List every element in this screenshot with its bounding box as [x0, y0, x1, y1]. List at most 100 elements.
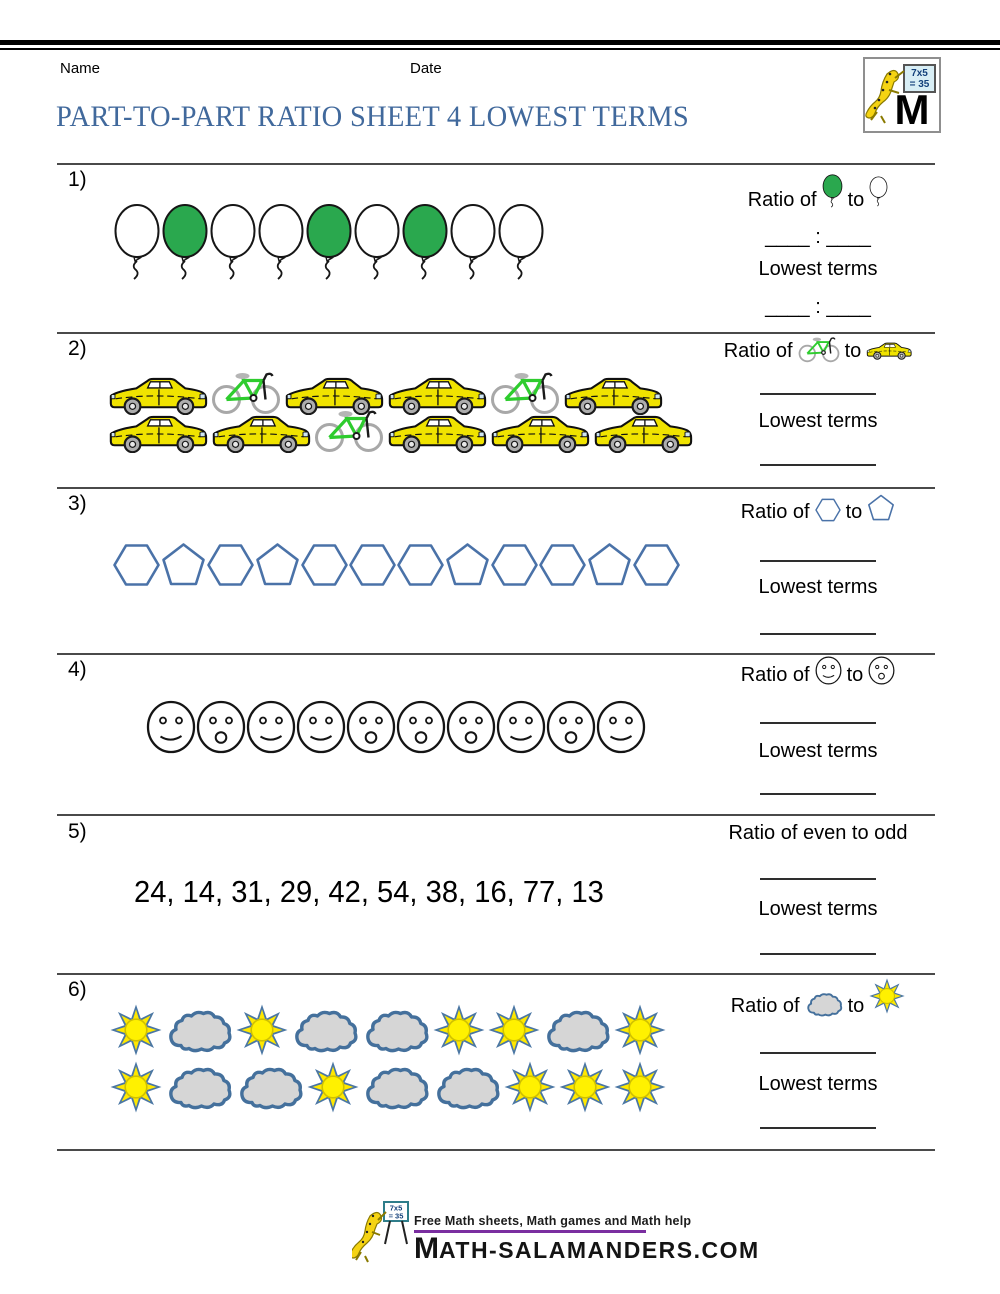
problem-3-number: 3)	[68, 492, 87, 515]
sun-icon	[614, 1061, 666, 1113]
footer-site-m: M	[414, 1232, 439, 1265]
balloon-green-icon	[822, 173, 843, 209]
logo-board-line2: = 35	[910, 79, 930, 90]
problem-3-lowest-blank	[760, 633, 876, 635]
balloon-white-icon	[113, 203, 161, 281]
footer-salamander-icon: 7x5 = 35	[352, 1201, 409, 1263]
problem-2-icon-row-2	[108, 407, 693, 453]
problem-1-number: 1)	[68, 168, 87, 191]
problem-4-ratio-prompt: Ratio of to	[688, 656, 948, 690]
pentagon-icon	[867, 494, 895, 522]
section-divider	[57, 487, 935, 489]
face-o-icon	[546, 700, 596, 754]
bike-icon	[211, 369, 281, 415]
salamander-legs	[355, 1211, 387, 1263]
cloud-icon	[291, 1007, 359, 1053]
sun-icon	[307, 1061, 359, 1113]
top-double-rule	[0, 40, 1000, 50]
sun-icon	[488, 1004, 540, 1056]
footer-site-name: MATH-SALAMANDERS.COM	[414, 1234, 760, 1264]
problem-6-number: 6)	[68, 978, 87, 1001]
to-label: to	[847, 994, 865, 1017]
hexagon-icon	[814, 498, 841, 522]
problem-4-lowest-terms-label: Lowest terms	[758, 740, 878, 762]
sun-icon	[433, 1004, 485, 1056]
face-o-icon	[396, 700, 446, 754]
sun-icon	[110, 1004, 162, 1056]
cloud-icon	[236, 1064, 304, 1110]
section-divider	[57, 163, 935, 165]
car-icon	[866, 341, 912, 360]
problem-2-icon-row-1	[108, 369, 663, 415]
site-logo: M 7x5 = 35	[863, 57, 941, 133]
pentagon-icon	[255, 542, 300, 588]
page-title: PART-TO-PART RATIO SHEET 4 LOWEST TERMS	[56, 100, 689, 133]
face-smile-icon	[596, 700, 646, 754]
balloon-white-icon	[257, 203, 305, 281]
problem-1-lowest-terms-label: Lowest terms	[758, 258, 878, 280]
easel-legs	[384, 1220, 408, 1245]
pentagon-icon	[445, 542, 490, 588]
face-o-icon	[196, 700, 246, 754]
problem-6-icon-row-2	[110, 1061, 666, 1113]
cloud-icon	[165, 1007, 233, 1053]
footer-board	[383, 1201, 409, 1222]
footer-site-rest: ATH-SALAMANDERS.COM	[439, 1237, 760, 1263]
problem-4-lowest-blank	[760, 793, 876, 795]
car-icon	[108, 375, 208, 415]
problem-6-ratio-blank	[760, 1052, 876, 1054]
problem-3-ratio-blank	[760, 560, 876, 562]
logo-m-letter: M	[895, 86, 930, 131]
face-smile-icon	[296, 700, 346, 754]
section-divider	[57, 332, 935, 334]
to-label: to	[845, 500, 863, 523]
balloon-white-icon	[449, 203, 497, 281]
problem-5-ratio-prompt: Ratio of even to odd	[728, 822, 908, 844]
pentagon-icon	[161, 542, 206, 588]
problem-2-ratio-prompt: Ratio of to	[688, 337, 948, 365]
problem-3-lowest-terms-label: Lowest terms	[758, 576, 878, 598]
salamander-logo-graphic: M 7x5 = 35	[865, 64, 936, 131]
hexagon-icon	[349, 543, 396, 587]
balloon-white-icon	[497, 203, 545, 281]
car-icon	[387, 375, 487, 415]
sun-icon	[559, 1061, 611, 1113]
sun-icon	[110, 1061, 162, 1113]
problem-6-lowest-terms-label: Lowest terms	[758, 1073, 878, 1095]
sun-icon	[236, 1004, 288, 1056]
problem-5-number-list: 24, 14, 31, 29, 42, 54, 38, 16, 77, 13	[134, 874, 604, 909]
pentagon-icon	[587, 542, 632, 588]
problem-1-ratio-prompt: Ratio of to	[688, 174, 948, 218]
problem-6-icon-row-1	[110, 1004, 666, 1056]
car-icon	[284, 375, 384, 415]
date-label: Date	[410, 60, 442, 77]
problem-5-lowest-blank	[760, 953, 876, 955]
problem-1-ratio-blank: ____ : ____	[765, 226, 871, 248]
to-label: to	[847, 188, 865, 211]
balloon-white-icon	[353, 203, 401, 281]
car-icon	[387, 413, 487, 453]
car-icon	[211, 413, 311, 453]
problem-5-ratio-blank	[760, 878, 876, 880]
problem-1-icon-row	[113, 203, 545, 281]
footer-text-block: Free Math sheets, Math games and Math he…	[414, 1200, 760, 1264]
problem-5-lowest-terms-label: Lowest terms	[758, 898, 878, 920]
problem-4-ratio-blank	[760, 722, 876, 724]
bike-icon	[798, 335, 840, 363]
car-icon	[490, 413, 590, 453]
balloon-green-icon	[161, 203, 209, 281]
balloon-green-icon	[401, 203, 449, 281]
hexagon-icon	[397, 543, 444, 587]
problem-2-number: 2)	[68, 337, 87, 360]
footer-logo: 7x5 = 35 Free Math sheets, Math games an…	[352, 1200, 760, 1264]
face-o-icon	[868, 656, 895, 685]
ratio-of-label: Ratio of	[740, 664, 810, 686]
hexagon-icon	[301, 543, 348, 587]
footer-tagline: Free Math sheets, Math games and Math he…	[414, 1214, 692, 1228]
cloud-icon	[165, 1064, 233, 1110]
sun-icon	[614, 1004, 666, 1056]
car-icon	[108, 413, 208, 453]
ratio-of-label: Ratio of	[723, 339, 793, 362]
ratio-of-label: Ratio of	[740, 500, 810, 523]
